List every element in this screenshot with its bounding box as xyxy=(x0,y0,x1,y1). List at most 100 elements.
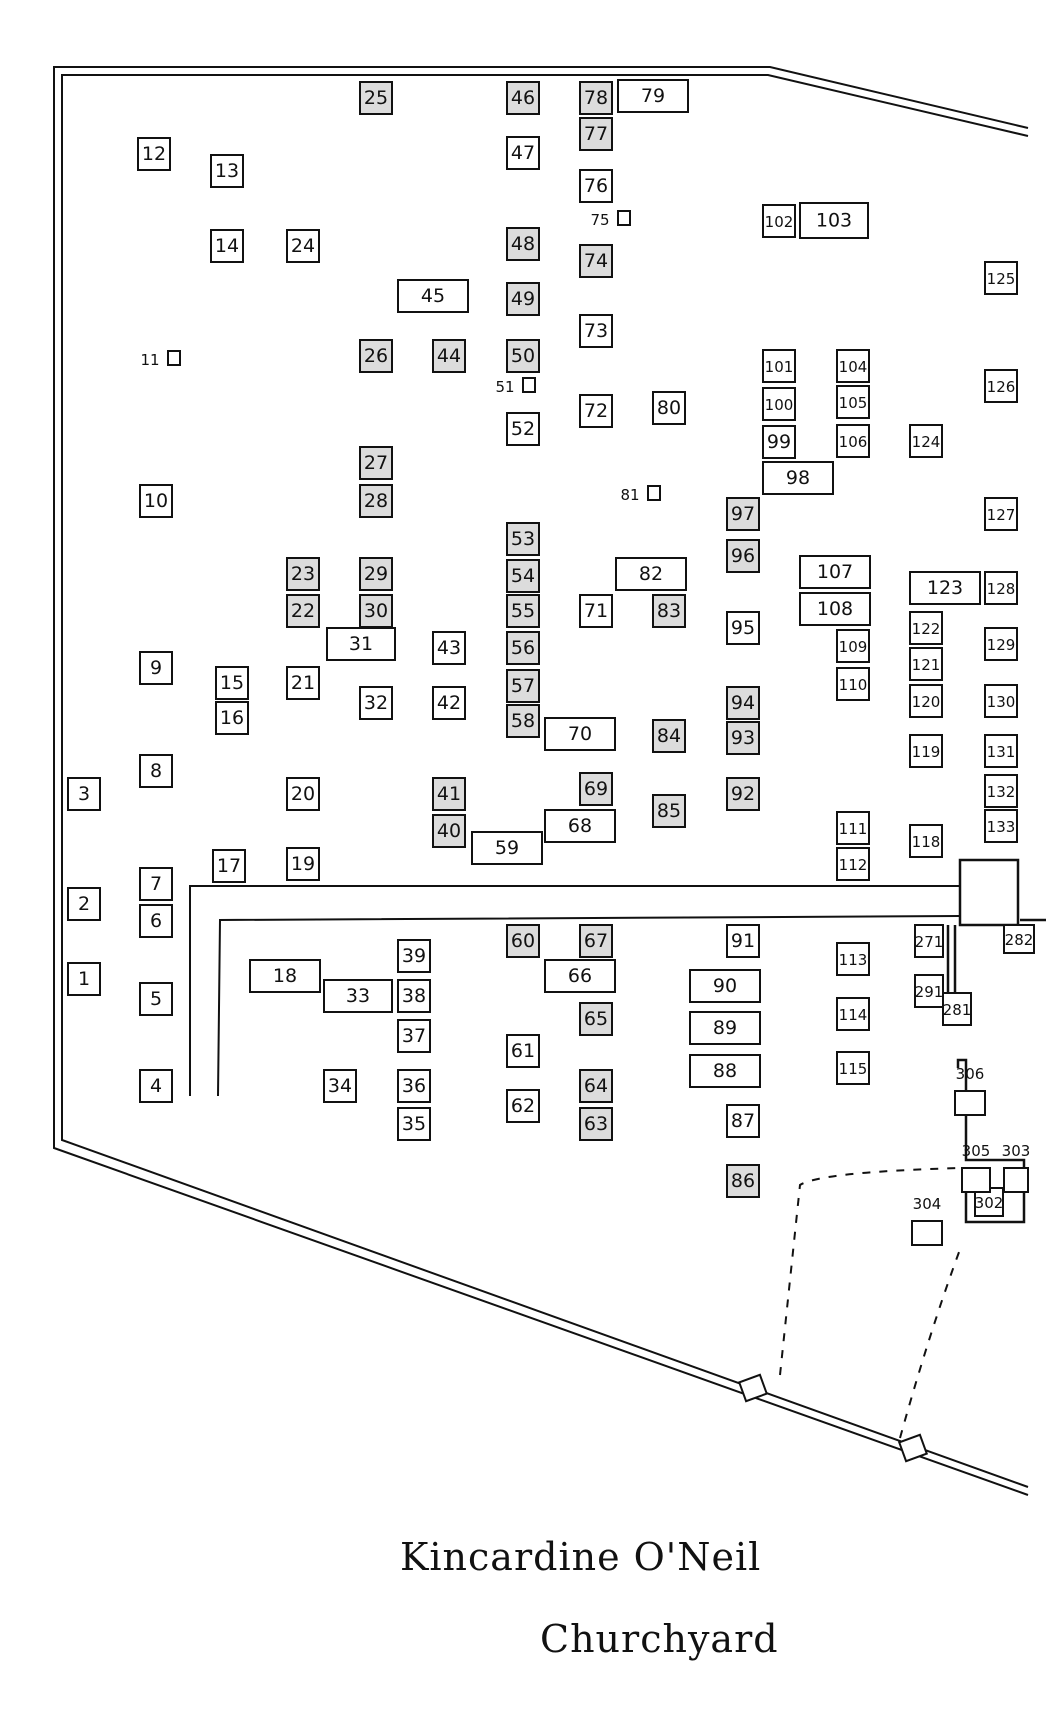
plot-61-box xyxy=(506,1034,540,1068)
plot-32-label: 32 xyxy=(364,692,388,714)
plot-18-box xyxy=(249,959,321,993)
plot-13-label: 13 xyxy=(215,160,239,182)
plot-102: 102 xyxy=(762,204,796,238)
plot-39: 39 xyxy=(397,939,431,973)
plot-68-label: 68 xyxy=(568,815,592,837)
plot-128-box xyxy=(984,571,1018,605)
plot-127-box xyxy=(984,497,1018,531)
plot-48-box xyxy=(506,227,540,261)
plot-7-label: 7 xyxy=(150,873,162,895)
plot-56-label: 56 xyxy=(511,637,535,659)
plot-84: 84 xyxy=(652,719,686,753)
plot-54-box xyxy=(506,559,540,593)
plot-8-box xyxy=(139,754,173,788)
plot-35-box xyxy=(397,1107,431,1141)
plot-97: 97 xyxy=(726,497,760,531)
plot-121: 121 xyxy=(909,647,943,681)
plot-109-box xyxy=(836,629,870,663)
plot-63: 63 xyxy=(579,1107,613,1141)
plot-80-label: 80 xyxy=(657,397,681,419)
plot-5: 5 xyxy=(139,982,173,1016)
plot-27-box xyxy=(359,446,393,480)
plot-40-label: 40 xyxy=(437,820,461,842)
plot-119-label: 119 xyxy=(912,743,941,761)
plot-133: 133 xyxy=(984,809,1018,843)
plot-26-label: 26 xyxy=(364,345,388,367)
plot-29: 29 xyxy=(359,557,393,591)
plot-106: 106 xyxy=(836,424,870,458)
plot-114-box xyxy=(836,997,870,1031)
plot-28-label: 28 xyxy=(364,490,388,512)
plot-50-box xyxy=(506,339,540,373)
plot-100-label: 100 xyxy=(765,396,794,414)
plot-88-box xyxy=(689,1054,761,1088)
plot-271-label: 271 xyxy=(915,933,944,951)
plot-81: 81 xyxy=(620,485,661,504)
plot-101-label: 101 xyxy=(765,358,794,376)
plot-15: 15 xyxy=(215,666,249,700)
plot-2: 2 xyxy=(67,887,101,921)
plot-59-box xyxy=(471,831,543,865)
map-title-line2: Churchyard xyxy=(540,1617,779,1661)
plot-9-box xyxy=(139,651,173,685)
plot-85: 85 xyxy=(652,794,686,828)
plot-10-label: 10 xyxy=(144,490,168,512)
plot-282-box xyxy=(1003,924,1035,954)
plot-119: 119 xyxy=(909,734,943,768)
plot-15-label: 15 xyxy=(220,672,244,694)
plot-291-box xyxy=(914,974,944,1008)
plot-14: 14 xyxy=(210,229,244,263)
plot-13-box xyxy=(210,154,244,188)
plot-73-label: 73 xyxy=(584,320,608,342)
plot-34: 34 xyxy=(323,1069,357,1103)
plot-86-label: 86 xyxy=(731,1170,755,1192)
plot-80-box xyxy=(652,391,686,425)
plot-88-label: 88 xyxy=(713,1060,737,1082)
plot-126-label: 126 xyxy=(987,378,1016,396)
plot-60-label: 60 xyxy=(511,930,535,952)
plot-106-label: 106 xyxy=(839,433,868,451)
plot-58-label: 58 xyxy=(511,710,535,732)
plot-131: 131 xyxy=(984,734,1018,768)
building-outline xyxy=(946,858,1046,1224)
plot-38-label: 38 xyxy=(402,985,426,1007)
plot-61: 61 xyxy=(506,1034,540,1068)
plot-24-box xyxy=(286,229,320,263)
plot-23-box xyxy=(286,557,320,591)
plot-20-label: 20 xyxy=(291,783,315,805)
plot-44-label: 44 xyxy=(437,345,461,367)
plot-56-box xyxy=(506,631,540,665)
plot-51-marker xyxy=(522,377,536,393)
plot-109: 109 xyxy=(836,629,870,663)
plot-303-label: 303 xyxy=(1002,1142,1031,1160)
plot-66: 66 xyxy=(544,959,616,993)
plot-133-box xyxy=(984,809,1018,843)
plot-47-label: 47 xyxy=(511,142,535,164)
plot-28-box xyxy=(359,484,393,518)
plot-302-label: 302 xyxy=(975,1194,1004,1212)
plot-46: 46 xyxy=(506,81,540,115)
plot-55-label: 55 xyxy=(511,600,535,622)
plot-111: 111 xyxy=(836,811,870,845)
plot-16-label: 16 xyxy=(220,707,244,729)
plot-27: 27 xyxy=(359,446,393,480)
plot-56: 56 xyxy=(506,631,540,665)
plot-7-box xyxy=(139,867,173,901)
plot-118-box xyxy=(909,824,943,858)
plot-9: 9 xyxy=(139,651,173,685)
plot-17-box xyxy=(212,849,246,883)
plot-18-label: 18 xyxy=(273,965,297,987)
plot-282: 282 xyxy=(1003,924,1035,954)
plot-94-label: 94 xyxy=(731,692,755,714)
plot-43: 43 xyxy=(432,631,466,665)
plot-6-box xyxy=(139,904,173,938)
plot-25-box xyxy=(359,81,393,115)
plot-132-label: 132 xyxy=(987,783,1016,801)
plot-62: 62 xyxy=(506,1089,540,1123)
plot-36-label: 36 xyxy=(402,1075,426,1097)
plot-4: 4 xyxy=(139,1069,173,1103)
plot-123-label: 123 xyxy=(927,577,963,599)
plot-2-label: 2 xyxy=(78,893,90,915)
plot-20-box xyxy=(286,777,320,811)
plot-88: 88 xyxy=(689,1054,761,1088)
